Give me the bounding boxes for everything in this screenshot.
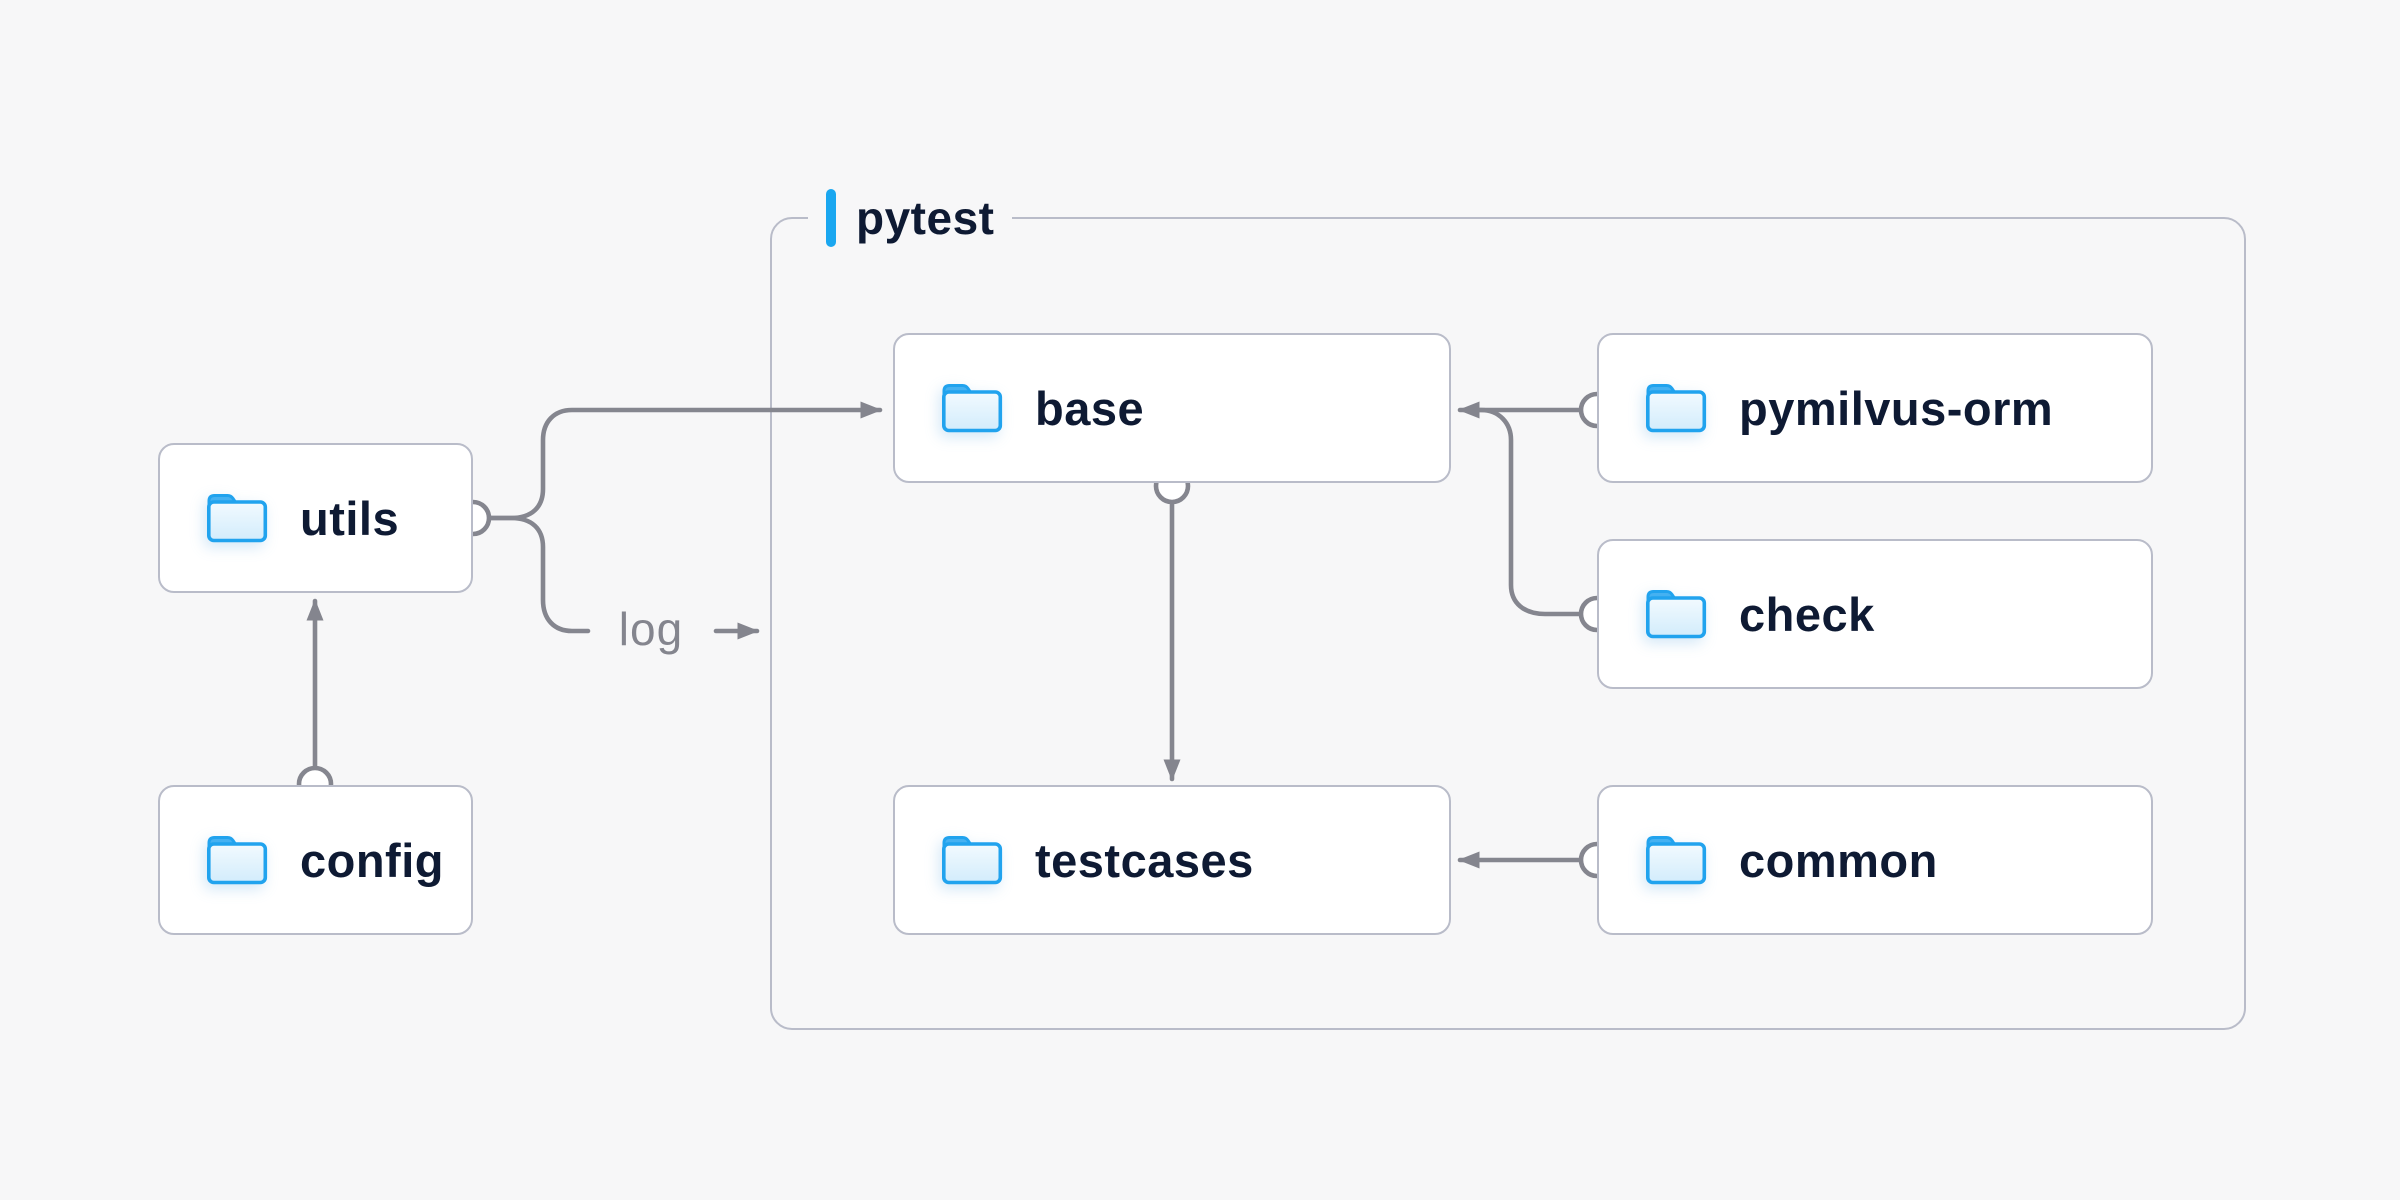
node-pymilvus-orm: pymilvus-orm bbox=[1597, 333, 2153, 483]
pytest-container: pytest bbox=[770, 188, 2246, 1030]
pytest-container-label: pytest bbox=[808, 188, 1013, 248]
folder-icon bbox=[1643, 833, 1709, 887]
pytest-container-title: pytest bbox=[856, 192, 995, 244]
folder-icon bbox=[204, 833, 270, 887]
edge-utils-log bbox=[486, 515, 591, 634]
folder-icon bbox=[1643, 587, 1709, 641]
node-base: base bbox=[893, 333, 1451, 483]
edge-label-log: log bbox=[618, 603, 684, 655]
node-utils-label: utils bbox=[300, 491, 400, 545]
node-testcases: testcases bbox=[893, 785, 1451, 935]
node-common-label: common bbox=[1739, 833, 1938, 887]
node-pymilvus-orm-label: pymilvus-orm bbox=[1739, 381, 2054, 435]
node-config: config bbox=[158, 785, 473, 935]
accent-bar bbox=[826, 189, 836, 247]
folder-icon bbox=[939, 833, 1005, 887]
folder-icon bbox=[204, 491, 270, 545]
node-common: common bbox=[1597, 785, 2153, 935]
node-utils: utils bbox=[158, 443, 473, 593]
folder-icon bbox=[939, 381, 1005, 435]
folder-icon bbox=[1643, 381, 1709, 435]
node-check-label: check bbox=[1739, 587, 1875, 641]
node-config-label: config bbox=[300, 833, 444, 887]
node-testcases-label: testcases bbox=[1035, 833, 1254, 887]
node-base-label: base bbox=[1035, 381, 1145, 435]
node-check: check bbox=[1597, 539, 2153, 689]
